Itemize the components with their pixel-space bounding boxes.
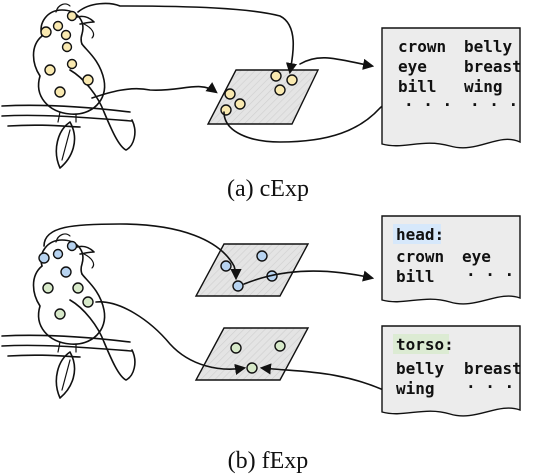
panel-a: crown belly eye breast bill wing · · · ·… (1, 2, 522, 202)
concept-word: · · · (466, 265, 514, 284)
concept-word: bill (398, 77, 437, 96)
concept-word-list: crown belly eye breast bill wing · · · ·… (398, 37, 522, 114)
concept-word: · · · (404, 95, 452, 114)
concept-word: eye (398, 57, 427, 76)
caption-b: (b) fExp (228, 448, 309, 474)
torso-label-highlight (393, 334, 449, 354)
head-label-highlight (393, 224, 441, 244)
bird-sketch-icon (1, 3, 136, 169)
concept-word: wing (396, 379, 435, 398)
concept-word: · · · (466, 377, 514, 396)
panel-b: head: crown eye bill · · · torso: belly … (1, 215, 522, 474)
caption-a: (a) cExp (227, 176, 309, 202)
bird-part-dots (38, 240, 94, 320)
bird-sketch-icon (1, 233, 136, 399)
concept-word: crown (398, 37, 446, 56)
concept-word: bill (396, 267, 435, 286)
torso-embedding-dots (230, 340, 286, 374)
concept-word: wing (464, 77, 503, 96)
head-embedding-plane (194, 243, 310, 297)
bird-part-dots (40, 10, 94, 98)
concept-word: belly (464, 37, 513, 56)
torso-label: torso: (396, 335, 454, 354)
concept-word: eye (462, 247, 491, 266)
head-label: head: (396, 225, 444, 244)
concept-paper (381, 27, 521, 149)
concept-word: breast (464, 359, 522, 378)
concept-word: · · · (470, 95, 518, 114)
concept-word: crown (396, 247, 444, 266)
concept-word: breast (464, 57, 522, 76)
panel-b-arrows (43, 223, 389, 393)
concept-word: belly (396, 359, 445, 378)
